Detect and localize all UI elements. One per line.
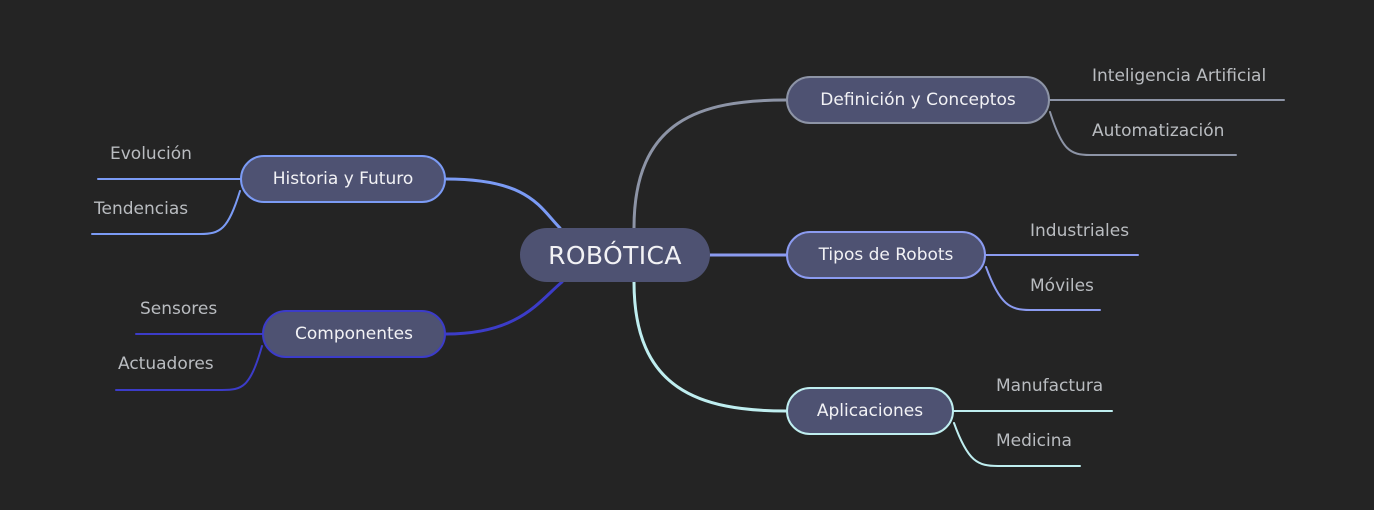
- leaf-label-historia-1: Tendencias: [94, 199, 189, 219]
- leaf-label-tipos-1: Móviles: [1030, 276, 1094, 296]
- node-aplicaciones-label: Aplicaciones: [816, 401, 924, 421]
- node-historia-label: Historia y Futuro: [272, 169, 414, 189]
- node-tipos[interactable]: Tipos de Robots: [786, 231, 986, 279]
- node-root[interactable]: ROBÓTICA: [520, 228, 710, 282]
- node-root-label: ROBÓTICA: [548, 240, 682, 270]
- edge-root-to-componentes: [444, 280, 564, 336]
- node-aplicaciones[interactable]: Aplicaciones: [786, 387, 954, 435]
- leaf-label-aplicaciones-1: Medicina: [996, 431, 1072, 451]
- edge-root-to-aplicaciones: [632, 280, 788, 413]
- node-definicion[interactable]: Definición y Conceptos: [786, 76, 1050, 124]
- leaf-label-aplicaciones-0: Manufactura: [996, 376, 1104, 396]
- edge-root-to-historia: [444, 177, 562, 230]
- edge-root-to-definicion: [632, 98, 788, 230]
- node-historia[interactable]: Historia y Futuro: [240, 155, 446, 203]
- leaf-label-componentes-1: Actuadores: [118, 354, 214, 374]
- node-componentes[interactable]: Componentes: [262, 310, 446, 358]
- leaf-label-componentes-0: Sensores: [140, 299, 218, 319]
- leaf-label-definicion-1: Automatización: [1092, 121, 1225, 141]
- leaf-label-tipos-0: Industriales: [1030, 221, 1130, 241]
- node-definicion-label: Definición y Conceptos: [820, 90, 1016, 110]
- node-tipos-label: Tipos de Robots: [818, 245, 954, 265]
- leaf-label-definicion-0: Inteligencia Artificial: [1092, 66, 1267, 86]
- leaf-label-historia-0: Evolución: [110, 144, 192, 164]
- node-componentes-label: Componentes: [294, 324, 413, 344]
